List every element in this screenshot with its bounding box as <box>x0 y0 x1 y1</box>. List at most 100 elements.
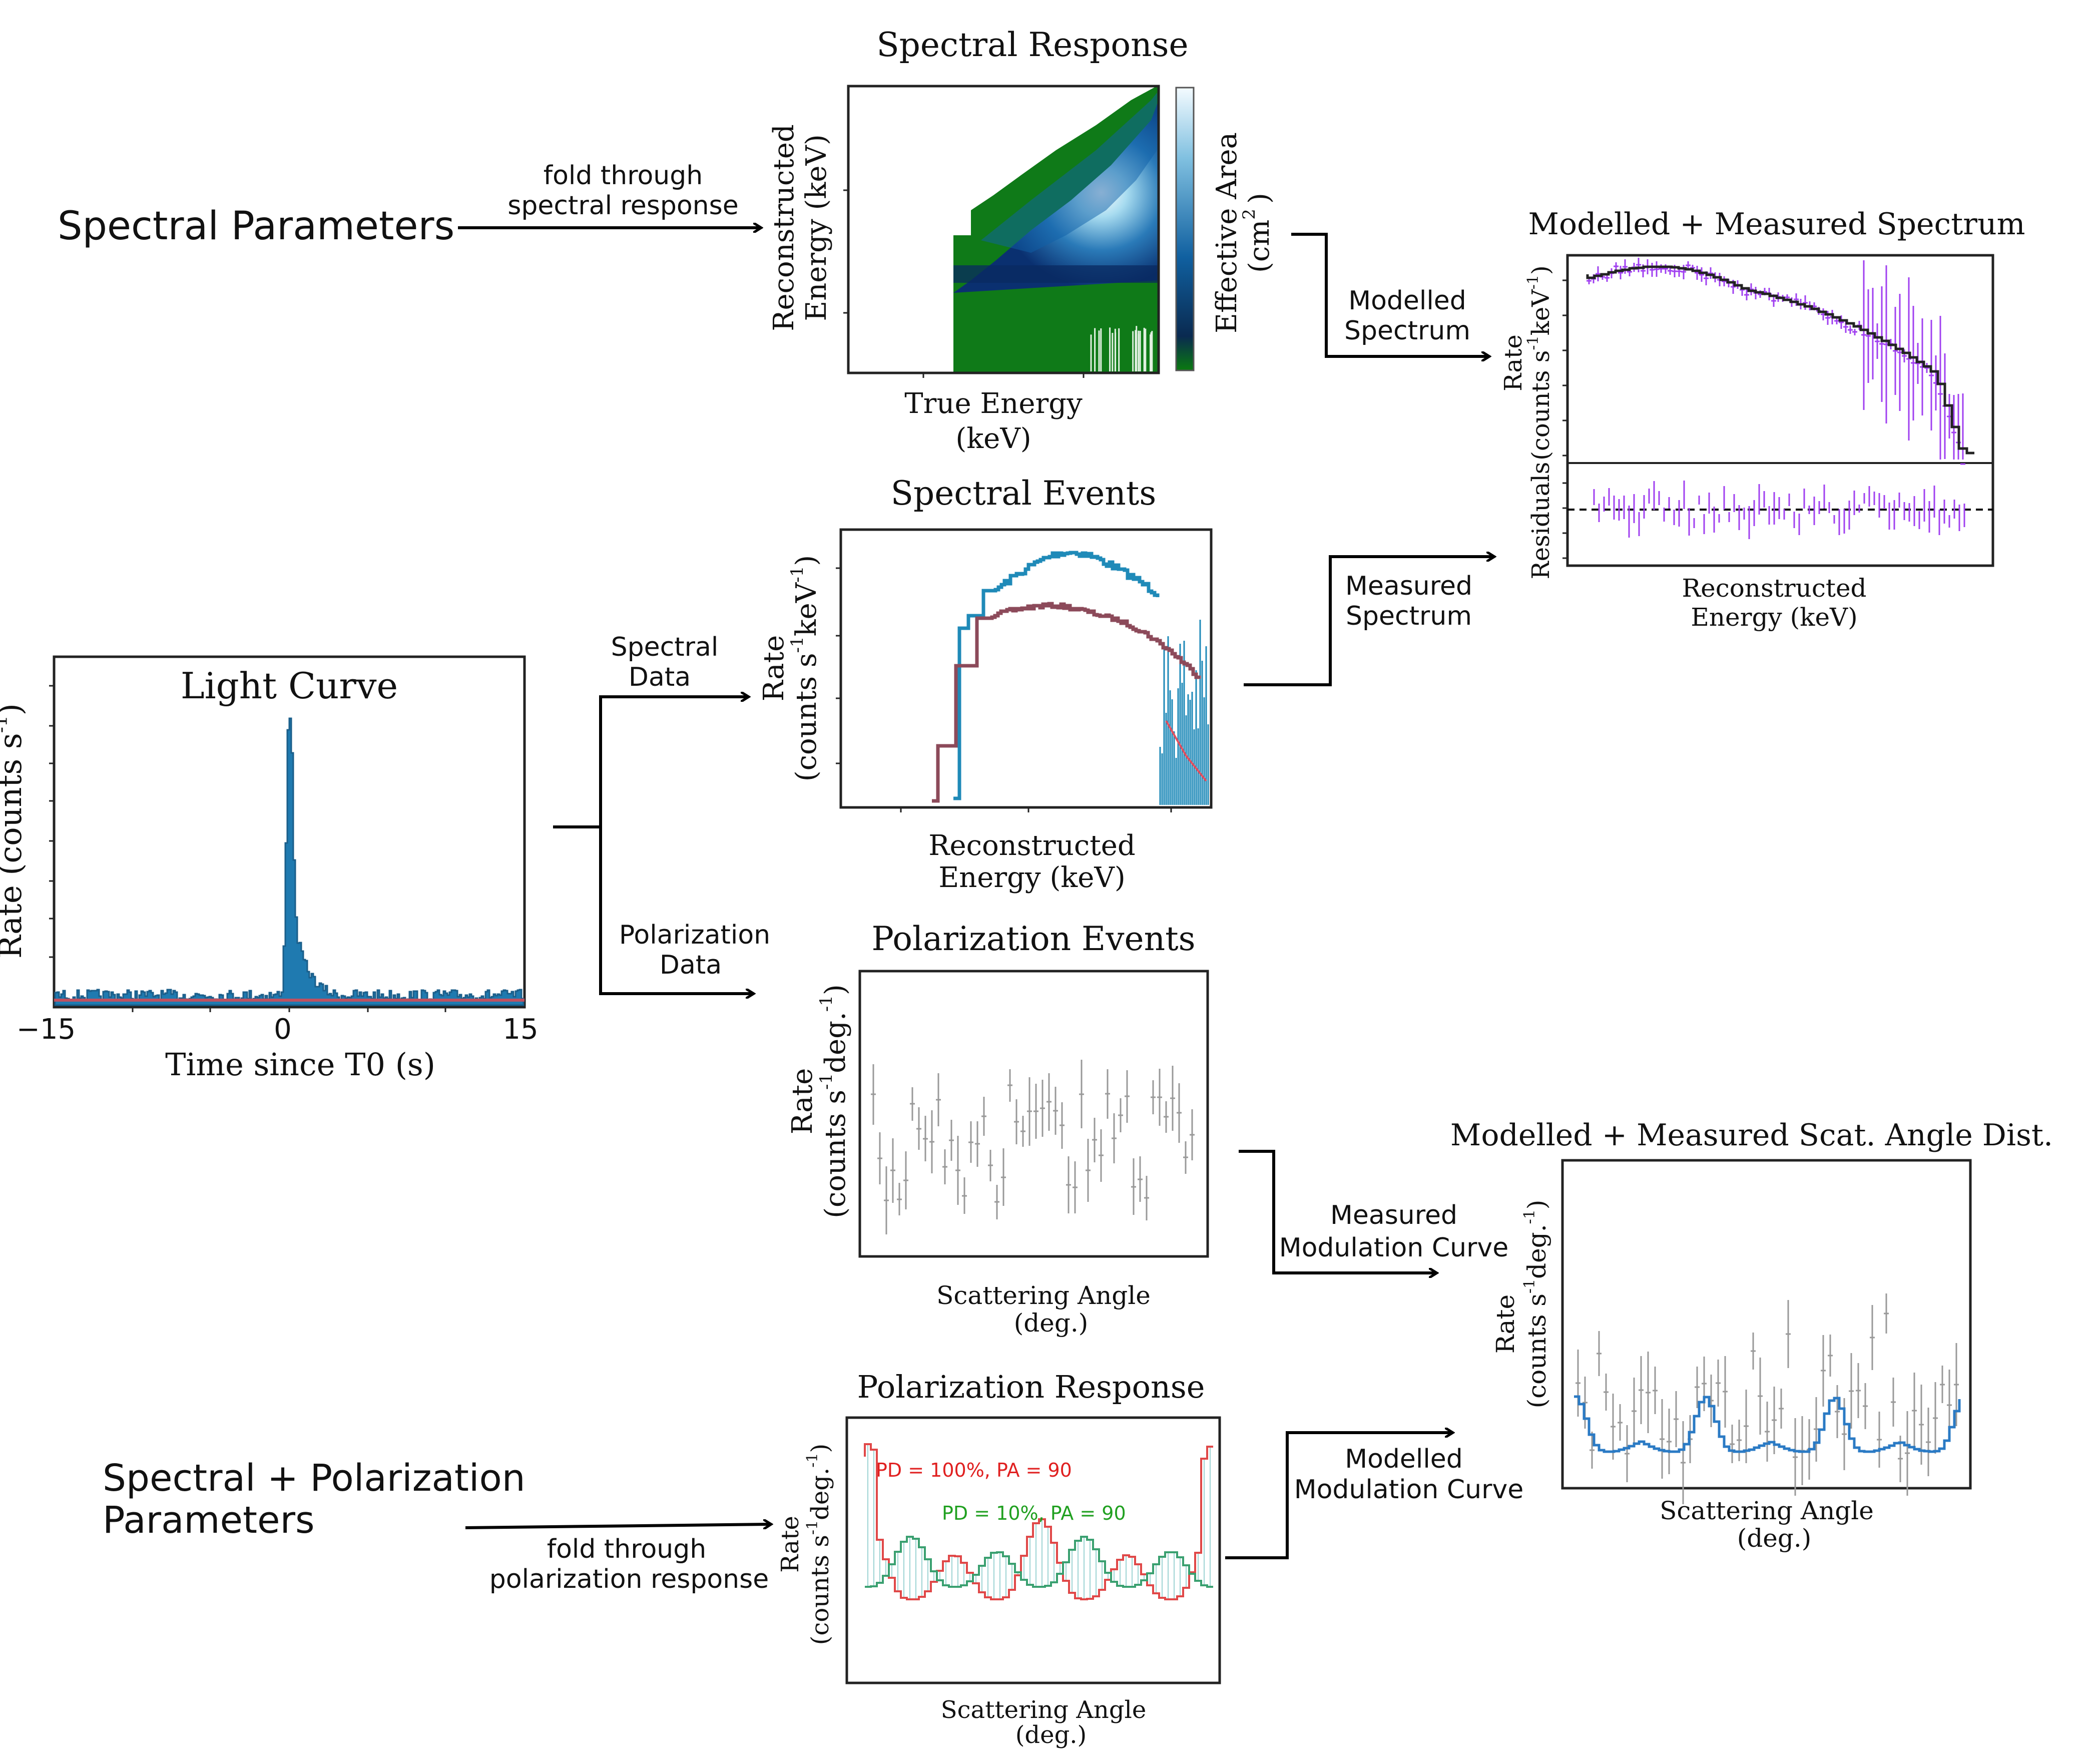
pol-response-ylabel-1: Rate <box>776 1516 804 1573</box>
measured-mod-label-2: Modulation Curve <box>1279 1233 1509 1263</box>
pol-events-points <box>871 1060 1195 1234</box>
pol-events-panel: Polarization Events Rate (counts s-1deg.… <box>786 920 1209 1338</box>
measured-mod-label-1: Measured <box>1330 1200 1457 1230</box>
model-tail-curve <box>1165 720 1207 782</box>
spectral-events-ticks <box>836 567 1172 812</box>
light-curve-title: Light Curve <box>181 665 398 707</box>
response-noise-stripes <box>1090 326 1153 371</box>
arrow-split-lightcurve: Spectral Data Polarization Data <box>553 632 770 995</box>
pol-data-label-1: Polarization <box>619 920 770 950</box>
pol-events-ylabel-2: (counts s-1deg.-1) <box>816 984 852 1218</box>
pol-events-title: Polarization Events <box>872 920 1196 958</box>
arrow-modelled-spectrum: Modelled Spectrum <box>1291 233 1489 356</box>
modelled-mod-label-1: Modelled <box>1345 1444 1463 1474</box>
pol-response-xlabel-2: (deg.) <box>1015 1721 1087 1749</box>
spectral-events-ylabel-2: (counts s-1keV-1) <box>787 555 823 781</box>
response-matrix-image <box>953 85 1159 373</box>
spectral-response-ylabel-2: Energy (keV) <box>800 134 833 321</box>
spectral-events-xlabel-2: Energy (keV) <box>938 861 1125 894</box>
spectral-response-axes <box>847 85 1160 374</box>
spectral-data-label-1: Spectral <box>611 632 719 662</box>
spectral-events-title: Spectral Events <box>891 474 1156 513</box>
spectral-response-xlabel-1: True Energy <box>904 387 1083 420</box>
spectral-response-ticks <box>843 189 1085 378</box>
model-scat-xlabel-2: (deg.) <box>1737 1524 1812 1553</box>
spectral-events-axes <box>839 528 1213 809</box>
pol-response-legend-red: PD = 100%, PA = 90 <box>876 1459 1072 1481</box>
light-curve-ticks <box>49 685 446 1012</box>
measured-scat-points <box>1576 1293 1959 1504</box>
fold-spectral-label-1: fold through <box>544 161 703 191</box>
pd100-curve <box>864 1443 1213 1600</box>
effective-area-colorbar <box>1175 87 1195 371</box>
pol-response-legend-green: PD = 10%, PA = 90 <box>942 1502 1126 1524</box>
spectral-events-panel: Spectral Events Rate (counts s-1keV-1) R… <box>758 474 1213 894</box>
spectral-parameters-label: Spectral Parameters <box>58 204 454 249</box>
colorbar-label-2: (cm2) <box>1239 193 1276 273</box>
light-curve-histogram <box>54 717 524 1006</box>
model-scat-axes <box>1561 1159 1972 1490</box>
measured-spectrum-label-2: Spectrum <box>1346 601 1472 631</box>
model-spectrum-ticks <box>1562 279 1567 559</box>
light-curve-xlabel: Time since T0 (s) <box>165 1046 435 1083</box>
residual-points <box>1593 481 1965 539</box>
arrow-fold-polarization: fold through polarization response <box>465 1524 771 1594</box>
light-curve-panel: Light Curve Rate (counts s-1) −15 0 15 T… <box>0 655 539 1083</box>
pd10-curve <box>865 1536 1213 1588</box>
model-scat-panel: Modelled + Measured Scat. Angle Dist. Ra… <box>1450 1118 2053 1553</box>
modelled-spectrum-label-2: Spectrum <box>1344 316 1470 346</box>
specpol-parameters-label-line1: Spectral + Polarization <box>103 1457 526 1500</box>
pol-response-band <box>867 1444 1211 1599</box>
spectral-response-panel: Spectral Response Reconstructed Energy (… <box>768 26 1276 455</box>
pol-response-title: Polarization Response <box>857 1369 1205 1405</box>
spectral-data-label-2: Data <box>629 662 691 692</box>
pol-response-ylabel-2: (counts s-1deg.-1) <box>804 1444 834 1645</box>
light-curve-tick-zero: 0 <box>274 1013 292 1046</box>
measured-events-histogram <box>953 551 1160 800</box>
pol-events-xlabel-1: Scattering Angle <box>936 1281 1151 1310</box>
pol-events-axes <box>858 970 1209 1258</box>
model-spectrum-xlabel-2: Energy (keV) <box>1691 603 1857 632</box>
model-scat-xlabel-1: Scattering Angle <box>1660 1496 1874 1525</box>
arrow-modelled-modulation: Modelled Modulation Curve <box>1225 1433 1524 1559</box>
residuals-ylabel: Residuals <box>1527 462 1555 580</box>
light-curve-tick-max: 15 <box>502 1013 538 1046</box>
pol-data-label-2: Data <box>660 950 722 980</box>
spectral-events-xlabel-1: Reconstructed <box>928 829 1135 862</box>
model-scat-ylabel-1: Rate <box>1491 1294 1520 1354</box>
arrow-measured-spectrum: Measured Spectrum <box>1244 557 1494 686</box>
model-scat-title: Modelled + Measured Scat. Angle Dist. <box>1450 1118 2053 1153</box>
light-curve-tick-min: −15 <box>17 1013 76 1046</box>
pol-response-xlabel-1: Scattering Angle <box>941 1696 1147 1724</box>
fold-spectral-label-2: spectral response <box>507 191 738 221</box>
model-spectrum-ylabel-2: (counts s-1keV-1) <box>1524 265 1555 461</box>
pol-events-ylabel-1: Rate <box>786 1068 819 1134</box>
fold-pol-label-1: fold through <box>547 1534 706 1564</box>
measured-spectrum-label-1: Measured <box>1345 571 1472 601</box>
model-spectrum-xlabel-1: Reconstructed <box>1682 574 1866 603</box>
spectral-response-title: Spectral Response <box>876 26 1188 64</box>
model-spectrum-title: Modelled + Measured Spectrum <box>1528 207 2025 242</box>
modelled-spectrum-label-1: Modelled <box>1348 286 1466 316</box>
measured-events-noise <box>1159 620 1209 805</box>
colorbar-label-1: Effective Area <box>1211 132 1243 333</box>
fold-pol-label-2: polarization response <box>489 1564 769 1594</box>
spectral-response-xlabel-2: (keV) <box>955 422 1031 455</box>
modelled-modulation-curve <box>1574 1395 1961 1453</box>
modelled-spectrum-curve <box>1586 265 1974 455</box>
pol-response-panel: Polarization Response PD = 100%, PA = 90… <box>776 1369 1221 1749</box>
pol-response-axes <box>845 1416 1221 1684</box>
arrow-fold-spectral: fold through spectral response <box>458 161 761 228</box>
arrow-measured-modulation: Measured Modulation Curve <box>1239 1150 1509 1273</box>
background-events-histogram <box>932 602 1201 803</box>
spectral-response-ylabel-1: Reconstructed <box>768 124 800 331</box>
modelled-mod-label-2: Modulation Curve <box>1294 1475 1524 1505</box>
measured-spectrum-points <box>1587 258 1965 465</box>
model-spectrum-panel: Modelled + Measured Spectrum Rate (count… <box>1499 207 2025 632</box>
specpol-parameters-label-line2: Parameters <box>103 1499 315 1542</box>
model-spectrum-axes <box>1566 254 1994 567</box>
model-spectrum-ylabel-1: Rate <box>1499 334 1527 391</box>
light-curve-ylabel: Rate (counts s-1) <box>0 703 29 959</box>
model-scat-ylabel-2: (counts s-1deg.-1) <box>1521 1200 1551 1409</box>
